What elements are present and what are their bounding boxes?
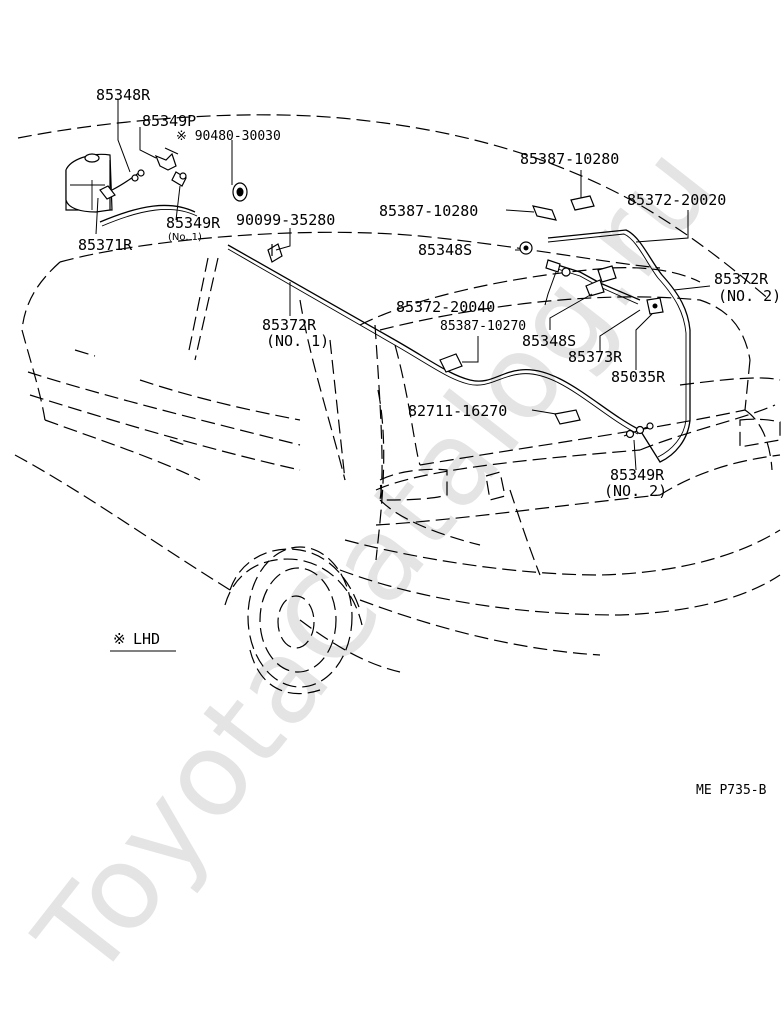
label-82711-16270: 82711-16270 — [408, 402, 507, 420]
label-85387-10280-mid: 85387-10280 — [379, 202, 478, 220]
elbow-85349P — [154, 147, 179, 171]
diagram-id: ME P735-B — [696, 783, 767, 798]
label-85372-20020: 85372-20020 — [627, 191, 726, 209]
label-90099-35280: 90099-35280 — [236, 211, 335, 229]
joint-85372-20040 — [545, 259, 571, 277]
joint-85349R-no2 — [623, 422, 654, 439]
vehicle-outline — [14, 114, 781, 695]
label-85372R-no1-sub: (NO. 1) — [266, 332, 329, 350]
part-labels: 85348R 85349P ※ 90480-30030 85371R 85349… — [78, 86, 781, 500]
legend-text: LHD — [133, 630, 160, 648]
label-90480-30030: ※ 90480-30030 — [176, 129, 281, 144]
label-85387-10280-top: 85387-10280 — [520, 150, 619, 168]
label-85372-20040: 85372-20040 — [396, 298, 495, 316]
label-85349R-no1-sub: (No. 1) — [168, 232, 202, 243]
label-85349P: 85349P — [142, 112, 196, 130]
joint-85349R-no1 — [171, 171, 187, 187]
connector-85348S-a — [519, 241, 533, 255]
jar-hose-clip-85348R — [111, 169, 145, 191]
clip-90099-35280 — [267, 243, 283, 263]
label-85035R: 85035R — [611, 368, 666, 386]
clip-85387-10280-top — [570, 195, 595, 211]
leader-lines — [95, 100, 711, 471]
label-85373R: 85373R — [568, 348, 623, 366]
label-85349R-no2-sub: (NO. 2) — [604, 482, 667, 500]
washer-jar-85371R — [65, 153, 116, 213]
legend: ※ LHD — [110, 630, 176, 652]
label-85372R-no1: 85372R — [262, 316, 317, 334]
connector-85348S-b — [585, 279, 605, 297]
label-85348S-a: 85348S — [418, 241, 472, 259]
label-85387-10270: 85387-10270 — [440, 319, 526, 334]
label-85372R-no2-sub: (NO. 2) — [718, 287, 781, 305]
label-82711-16270 — [554, 409, 581, 425]
label-85371R: 85371R — [78, 236, 133, 254]
washer-hose-routing — [99, 204, 691, 463]
grommet-90480-30030 — [232, 182, 248, 202]
label-85348R: 85348R — [96, 86, 151, 104]
label-85348S-b: 85348S — [522, 332, 576, 350]
label-85372R-no2: 85372R — [714, 270, 769, 288]
clip-85387-10280-mid — [532, 205, 557, 221]
legend-symbol: ※ — [113, 630, 126, 648]
label-85349R-no2: 85349R — [610, 466, 665, 484]
nozzle-85035R — [646, 297, 664, 315]
hose-85373R — [597, 265, 617, 283]
label-85349R-no1: 85349R — [166, 214, 221, 232]
clip-85387-10270 — [439, 353, 463, 373]
